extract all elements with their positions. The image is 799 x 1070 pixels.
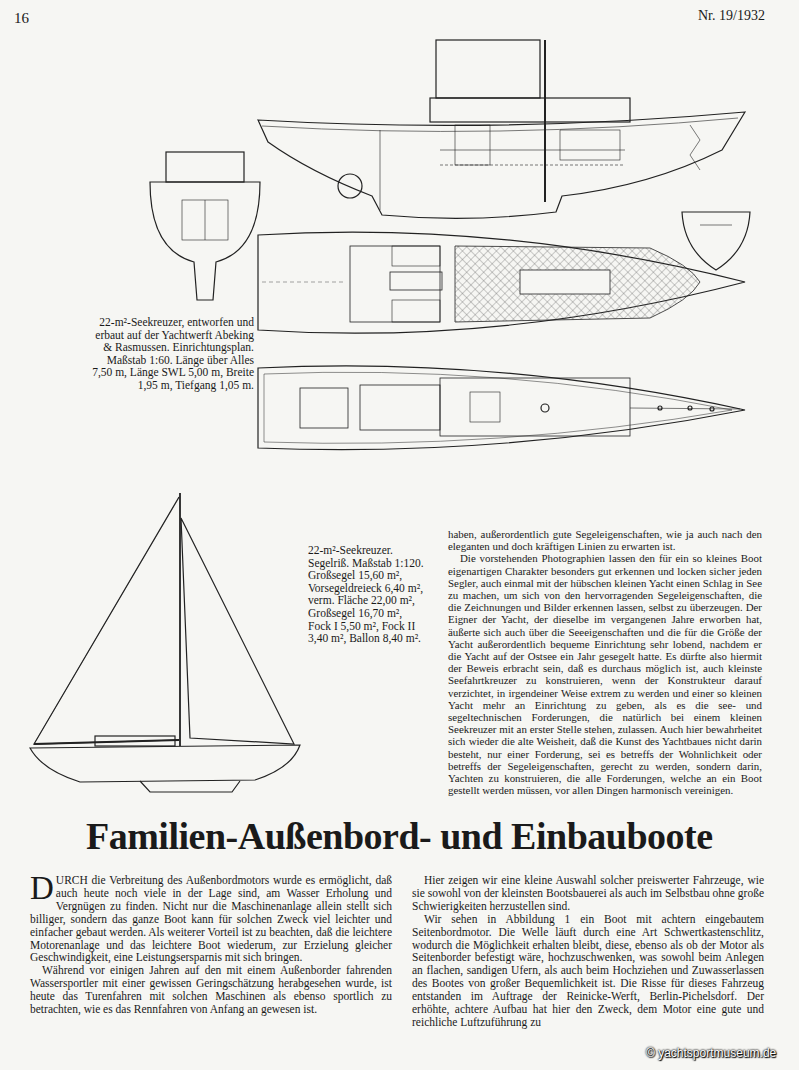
watermark: © yachtsportmuseum.de [646,1046,776,1060]
text-column: haben, außerordentlich gute Segeleigensc… [448,528,762,796]
text-column: Hier zeigen wir eine kleine Auswahl solc… [412,874,764,1029]
deck-plan [258,366,745,450]
page-number: 16 [14,10,29,27]
text-column: DURCH die Verbreitung des Außenbordmotor… [30,874,392,1016]
accommodation-plan [258,232,745,333]
body-paragraph: haben, außerordentlich gute Segeleigensc… [448,528,762,552]
body-paragraph: Hier zeigen wir eine kleine Auswahl solc… [412,874,764,913]
figure-caption: 22-m²-Seekreuzer, entworfen und erbaut a… [84,316,254,392]
issue-number: Nr. 19/1932 [698,8,765,24]
body-paragraph: DURCH die Verbreitung des Außenbordmotor… [30,874,392,964]
body-paragraph: Die vorstehenden Photographien lassen de… [448,552,762,796]
profile-view [258,40,745,218]
figure-caption: 22-m²-Seekreuzer. Segelriß. Maßstab 1:12… [308,544,428,645]
body-paragraph: Während vor einigen Jahren auf den mit e… [30,964,392,1016]
article-title: Familien-Außenbord- und Einbauboote [86,814,713,858]
sail-plan [30,493,300,792]
body-paragraph: Wir sehen in Abbildung 1 ein Boot mit ac… [412,913,764,1029]
